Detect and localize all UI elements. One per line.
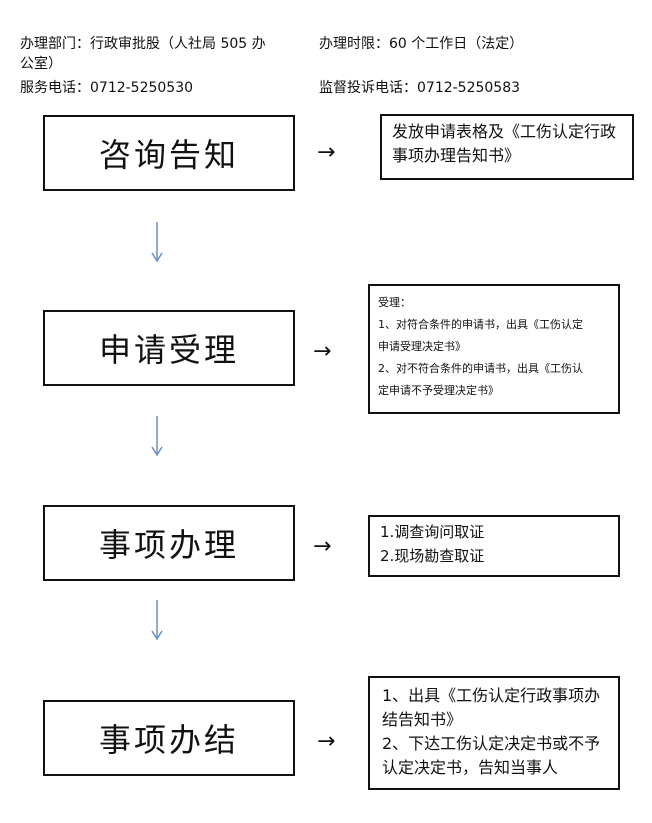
note-line: 受理：	[378, 296, 411, 309]
note-line: 2.现场勘查取证	[380, 547, 485, 565]
note-line: 发放申请表格及《工伤认定行政	[392, 122, 617, 141]
right-arrow-icon: →	[313, 534, 332, 559]
note-line: 定申请不予受理决定书》	[378, 384, 499, 397]
right-arrow-icon: →	[317, 729, 336, 754]
department-line-2: 公室）	[20, 56, 62, 72]
department-line-1: 办理部门：行政审批股（人社局 505 办	[20, 36, 266, 52]
service-phone: 服务电话：0712-5250530	[20, 80, 194, 96]
complaint-phone: 监督投诉电话：0712-5250583	[319, 80, 521, 96]
time-limit: 办理时限：60 个工作日（法定）	[319, 36, 524, 52]
note-line: 2、对不符合条件的申请书，出具《工伤认	[378, 362, 583, 375]
note-line: 事项办理告知书》	[392, 146, 521, 165]
step-box-process: 事项办理	[43, 505, 295, 581]
note-line: 1.调查询问取证	[380, 523, 485, 541]
note-line: 申请受理决定书》	[378, 340, 466, 353]
right-arrow-icon: →	[317, 140, 336, 165]
step-box-complete: 事项办结	[43, 700, 295, 776]
down-arrow-icon	[151, 416, 163, 457]
note-line: 1、出具《工伤认定行政事项办	[382, 686, 601, 705]
down-arrow-icon	[151, 600, 163, 641]
note-box-process: 1.调查询问取证 2.现场勘查取证	[368, 515, 620, 577]
note-box-consult: 发放申请表格及《工伤认定行政 事项办理告知书》	[380, 114, 634, 180]
note-box-accept: 受理： 1、对符合条件的申请书，出具《工伤认定 申请受理决定书》 2、对不符合条…	[368, 284, 620, 414]
step-box-accept: 申请受理	[43, 310, 295, 386]
note-box-complete: 1、出具《工伤认定行政事项办 结告知书》 2、下达工伤认定决定书或不予 认定决定…	[368, 676, 620, 790]
note-line: 认定决定书，告知当事人	[382, 758, 559, 777]
down-arrow-icon	[151, 222, 163, 263]
right-arrow-icon: →	[313, 339, 332, 364]
note-line: 2、下达工伤认定决定书或不予	[382, 734, 601, 753]
step-box-consult: 咨询告知	[43, 115, 295, 191]
note-line: 结告知书》	[382, 710, 463, 729]
note-line: 1、对符合条件的申请书，出具《工伤认定	[378, 318, 583, 331]
